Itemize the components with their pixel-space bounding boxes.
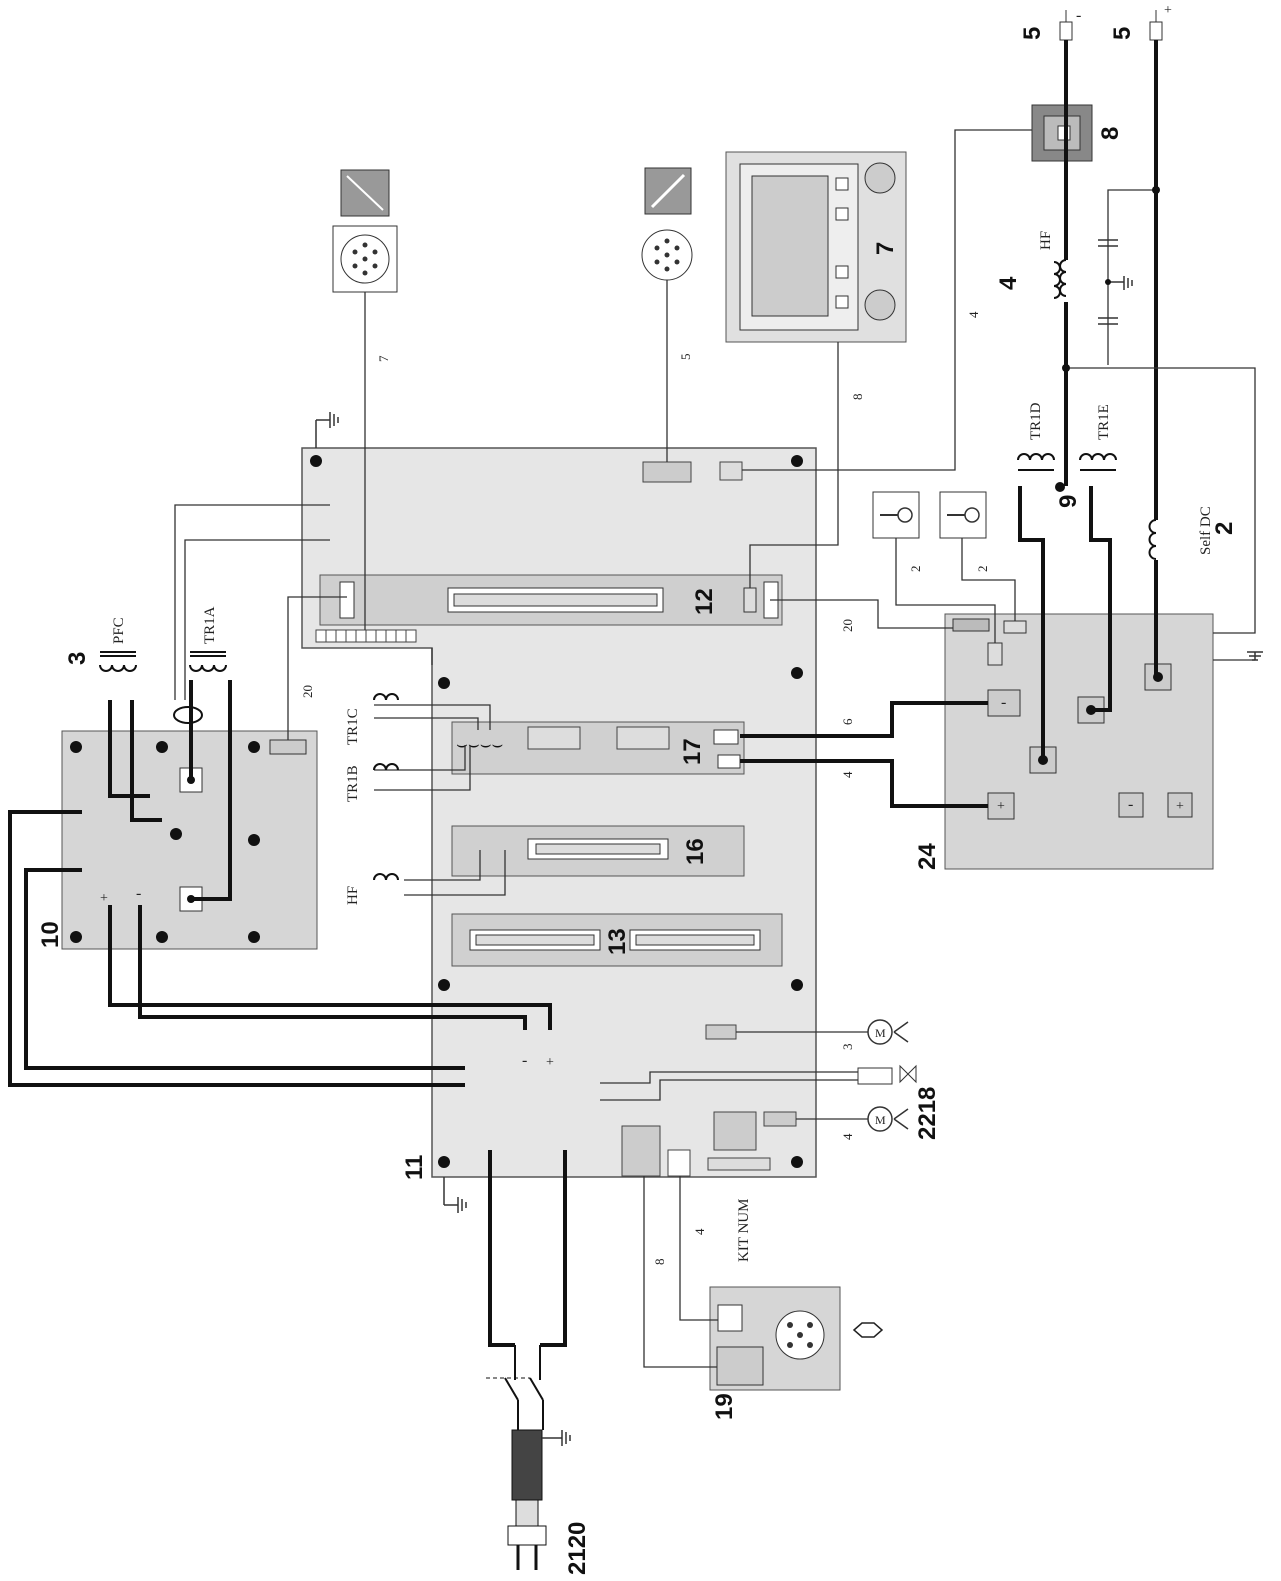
- control-panel-7: [725, 151, 907, 343]
- wire-count: 4: [692, 1228, 707, 1235]
- key-switch: [872, 491, 987, 539]
- wire-count: 4: [966, 311, 981, 318]
- hf-unit-8: [1031, 104, 1093, 162]
- polarity-minus: -: [522, 1052, 527, 1069]
- label-tr1e: TR1E: [1096, 404, 1112, 440]
- ground-icon: [542, 1430, 571, 1446]
- board-16: [451, 825, 745, 877]
- gas-valve-icon: [857, 1064, 917, 1085]
- motor-label: M: [875, 1113, 886, 1127]
- label-tr1d: TR1D: [1028, 402, 1044, 440]
- wire-count: 2: [908, 566, 923, 573]
- wire-count: 20: [840, 619, 855, 632]
- terminal-strip: [315, 629, 417, 643]
- power-wiring: [8, 40, 1158, 1347]
- fan-motor-icon: [867, 1019, 909, 1045]
- polarity-minus: -: [136, 885, 141, 902]
- wire-count: 6: [840, 718, 855, 725]
- wire-count: 3: [840, 1044, 855, 1051]
- polarity-minus: -: [1001, 694, 1006, 711]
- label-7: 7: [872, 242, 899, 255]
- wire-count: 8: [652, 1259, 667, 1266]
- label-hf-main: HF: [345, 886, 361, 905]
- output-terminal-plus: [1149, 10, 1163, 41]
- gas-symbol-icon: [852, 1322, 884, 1338]
- label-24: 24: [914, 843, 941, 870]
- wire-count: 20: [300, 685, 315, 698]
- ground-icon: [443, 1177, 467, 1213]
- polarity-plus: +: [100, 891, 108, 906]
- board-11: [301, 447, 817, 1178]
- remote-connector: [332, 169, 398, 293]
- mains-switch: [486, 1345, 544, 1430]
- label-9: 9: [1055, 495, 1082, 508]
- polarity-minus: -: [1076, 7, 1081, 24]
- label-tr1a: TR1A: [202, 606, 218, 644]
- label-11: 11: [401, 1155, 428, 1180]
- board-17: ⌣⌣⌣⌣: [451, 721, 745, 775]
- label-tr1b: TR1B: [345, 765, 361, 802]
- motor-label: M: [875, 1026, 886, 1040]
- label-2: 2: [1211, 522, 1238, 535]
- label-13: 13: [604, 928, 631, 955]
- fan-motor-icon: [867, 1106, 909, 1132]
- transformer-pfc-tr1a: [99, 651, 227, 724]
- label-hf-coil: HF: [1038, 231, 1054, 250]
- label-16: 16: [682, 838, 709, 865]
- wire-count: 2: [975, 566, 990, 573]
- capacitor-network: [1098, 239, 1133, 325]
- torch-icon: [650, 173, 686, 209]
- wire-count: 4: [840, 771, 855, 778]
- label-19: 19: [711, 1393, 738, 1420]
- arrow-icon: [346, 175, 384, 211]
- label-pfc: PFC: [111, 617, 127, 644]
- output-terminal-minus: [1059, 10, 1073, 41]
- label-4: 4: [995, 276, 1022, 290]
- label-3: 3: [64, 652, 91, 665]
- polarity-plus: +: [1164, 3, 1172, 18]
- svg-text:⌣⌣⌣⌣: ⌣⌣⌣⌣: [456, 734, 503, 754]
- label-8: 8: [1097, 127, 1124, 140]
- label-12: 12: [691, 588, 718, 615]
- coil-self-dc: [1148, 519, 1157, 560]
- knob-icon: [864, 162, 896, 194]
- board-24: [944, 613, 1214, 870]
- label-2218: 2218: [914, 1087, 941, 1140]
- signal-wiring: [174, 129, 1256, 1368]
- coil-hf-output: [1053, 259, 1067, 299]
- label-2120: 2120: [564, 1522, 591, 1575]
- label-5-plus: 5: [1109, 27, 1136, 40]
- wire-count: 4: [840, 1133, 855, 1140]
- label-17: 17: [679, 738, 706, 765]
- board-19: [709, 1286, 884, 1391]
- wire-count: 8: [850, 394, 865, 401]
- transformer-tr1d-tr1e: [1017, 453, 1117, 471]
- torch-connector: [641, 167, 693, 281]
- polarity-plus: +: [997, 799, 1005, 814]
- polarity-plus: +: [1176, 799, 1184, 814]
- knob-icon: [864, 289, 896, 321]
- polarity-minus: -: [1128, 796, 1133, 813]
- label-5-minus: 5: [1019, 27, 1046, 40]
- label-kit-num: KIT NUM: [736, 1199, 752, 1262]
- board-12: [319, 574, 783, 626]
- label-10: 10: [37, 921, 64, 948]
- wire-count: 5: [678, 354, 693, 361]
- polarity-plus: +: [546, 1055, 554, 1070]
- label-self-dc: Self DC: [1198, 506, 1214, 555]
- label-tr1c: TR1C: [345, 708, 361, 745]
- ground-icon: [315, 412, 339, 448]
- ground-icon: [1247, 651, 1263, 661]
- board-13: [451, 913, 783, 967]
- transformer-tr1b-tr1c: [373, 693, 399, 881]
- mains-cable: [507, 1429, 547, 1570]
- wire-count: 7: [376, 355, 391, 362]
